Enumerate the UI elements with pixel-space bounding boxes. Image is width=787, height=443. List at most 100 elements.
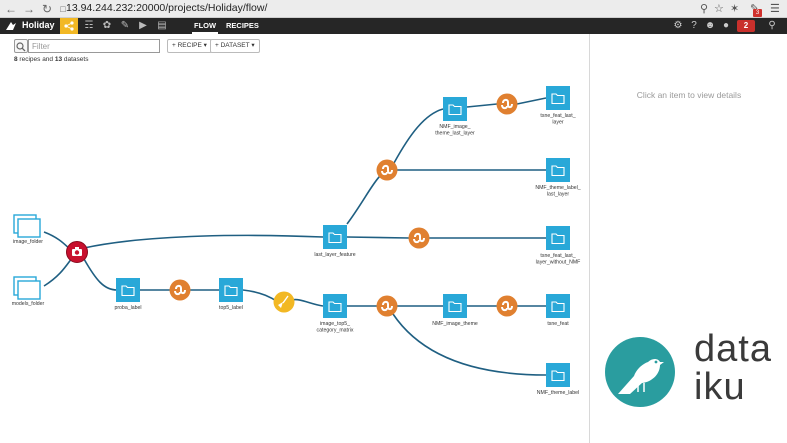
help-icon[interactable]: ? <box>691 20 697 31</box>
dataset-label: top5_label <box>219 305 243 311</box>
notebook-icon[interactable]: ✎ <box>120 20 130 31</box>
recipe-node-r-camera[interactable] <box>66 241 88 263</box>
dataset-label: layer_without_NMF <box>536 260 581 266</box>
users-icon[interactable]: ☻ <box>704 20 716 31</box>
dataiku-logo-icon <box>605 337 675 407</box>
dataset-node-models-folder[interactable]: models_folder <box>12 276 45 307</box>
python-icon <box>382 164 393 175</box>
folder-icon <box>328 232 342 244</box>
flow-edge <box>516 97 547 105</box>
folder-icon <box>551 301 565 313</box>
dataset-label: image_folder <box>13 239 43 245</box>
recipe-node-r-prep[interactable] <box>273 291 295 313</box>
menu-icon[interactable]: ☰ <box>770 3 780 15</box>
back-arrow-icon[interactable]: ← <box>5 2 17 16</box>
recipe-node-r-py6[interactable] <box>496 295 518 317</box>
recipe-node-r-py1[interactable] <box>169 279 191 301</box>
flow-edge <box>83 234 324 249</box>
dataset-label: tsne_feat <box>547 321 569 327</box>
project-title[interactable]: Holiday <box>22 20 55 30</box>
dataset-node-proba-label[interactable]: proba_label <box>114 278 142 311</box>
folder-icon <box>448 104 462 116</box>
flow-icon <box>64 21 74 31</box>
wordmark-line-2: iku <box>694 366 746 408</box>
datasets-word: datasets <box>62 56 89 63</box>
flow-edge <box>291 298 324 307</box>
datasets-count: 13 <box>54 56 63 63</box>
folder-icon <box>551 370 565 382</box>
dataset-label: last_layer_feature <box>314 252 355 258</box>
dataset-node-image-top5[interactable]: image_top5_category_matrix <box>317 294 354 334</box>
search-icon[interactable]: ⚲ <box>768 20 776 31</box>
recipes-count: 8 <box>14 56 18 63</box>
dashboard-icon[interactable]: ▤ <box>157 20 167 31</box>
python-icon <box>414 232 425 243</box>
recipe-node-r-py2[interactable] <box>376 159 398 181</box>
gear-icon[interactable]: ⚙ <box>673 20 683 31</box>
folder-icon <box>551 233 565 245</box>
dataset-label: NMF_theme_label <box>537 390 579 396</box>
extension-badge: 3 <box>753 9 762 17</box>
forward-arrow-icon[interactable]: → <box>23 2 35 16</box>
dataset-label: proba_label <box>114 305 141 311</box>
recipe-node-r-py3[interactable] <box>408 227 430 249</box>
extension-icon[interactable]: ✶ <box>730 3 740 15</box>
tab-flow[interactable]: FLOW <box>194 21 217 30</box>
dataset-node-image-folder[interactable]: image_folder <box>13 214 43 245</box>
dataset-node-tsne-feat-last-layer[interactable]: tsne_feat_last_layer <box>540 86 576 126</box>
address-bar[interactable]: 13.94.244.232:20000/projects/Holiday/flo… <box>66 2 268 14</box>
search-icon[interactable] <box>14 39 28 53</box>
page-icon: □ <box>60 4 66 14</box>
python-icon <box>502 98 513 109</box>
recipes-word: recipes and <box>17 56 55 63</box>
flow-edge <box>242 289 279 303</box>
recipe-node-r-py4[interactable] <box>376 295 398 317</box>
dataset-node-top5-label[interactable]: top5_label <box>219 278 243 311</box>
caret-down-icon: ▾ <box>251 42 255 49</box>
dataset-node-tsne-feat[interactable]: tsne_feat <box>546 294 570 327</box>
dataset-node-last-layer-feature[interactable]: last_layer_feature <box>314 225 356 258</box>
flow-edge <box>346 175 381 225</box>
browser-toolbar: ← → ↻ □ 13.94.244.232:20000/projects/Hol… <box>0 0 787 18</box>
flow-edge <box>392 313 547 376</box>
dataset-label: category_matrix <box>317 328 354 334</box>
python-icon <box>502 300 513 311</box>
filter-input[interactable] <box>28 39 160 53</box>
dataiku-bird-icon[interactable] <box>5 20 17 32</box>
recipe-icon[interactable]: ✿ <box>102 20 112 31</box>
dataset-label: NMF_theme_label_ <box>535 185 580 191</box>
dataset-node-nmf-theme-label[interactable]: NMF_theme_label <box>537 363 579 396</box>
dataset-label: NMF_image_theme <box>432 321 478 327</box>
flow-summary: 8 recipes and 13 datasets <box>14 56 88 63</box>
database-icon[interactable]: ☶ <box>84 20 94 31</box>
folder-icon <box>551 93 565 105</box>
dataset-label: NMF_image_ <box>439 124 470 130</box>
dataset-node-nmf-theme-label-last-layer[interactable]: NMF_theme_label_last_layer <box>535 158 581 198</box>
flow-edge <box>466 103 498 108</box>
active-tab-indicator <box>192 32 218 34</box>
caret-down-icon: ▾ <box>203 42 207 49</box>
flow-edge <box>393 108 444 164</box>
star-icon[interactable]: ☆ <box>714 3 724 15</box>
dataset-node-nmf-image-theme[interactable]: NMF_image_theme <box>432 294 478 327</box>
flow-edge <box>43 231 72 251</box>
recipe-node-r-py5[interactable] <box>496 93 518 115</box>
notification-badge[interactable]: 2 <box>737 20 755 32</box>
tab-recipes[interactable]: RECIPES <box>226 21 259 30</box>
wordmark-line-1: data <box>694 328 772 370</box>
folder-icon <box>328 301 342 313</box>
add-dataset-dropdown[interactable]: + DATASET ▾ <box>210 39 260 53</box>
python-icon <box>175 284 186 295</box>
avatar[interactable]: ● <box>722 20 730 31</box>
reload-icon[interactable]: ↻ <box>41 2 53 16</box>
dataset-node-nmf-image-theme-last-layer[interactable]: NMF_image_theme_last_layer <box>435 97 475 137</box>
search-icon[interactable]: ⚲ <box>700 3 709 15</box>
flow-canvas[interactable]: image_folder models_folder proba_label top5… <box>0 34 589 443</box>
flow-menu-button[interactable] <box>60 18 78 34</box>
flow-edge <box>43 257 73 287</box>
dataset-node-tsne-feat-last-layer-without-nmf[interactable]: tsne_feat_last_layer_without_NMF <box>536 226 581 266</box>
run-icon[interactable]: ▶ <box>139 20 147 31</box>
add-dataset-label: + DATASET <box>215 42 250 49</box>
add-recipe-label: + RECIPE <box>172 42 202 49</box>
dataset-label: models_folder <box>12 301 45 307</box>
